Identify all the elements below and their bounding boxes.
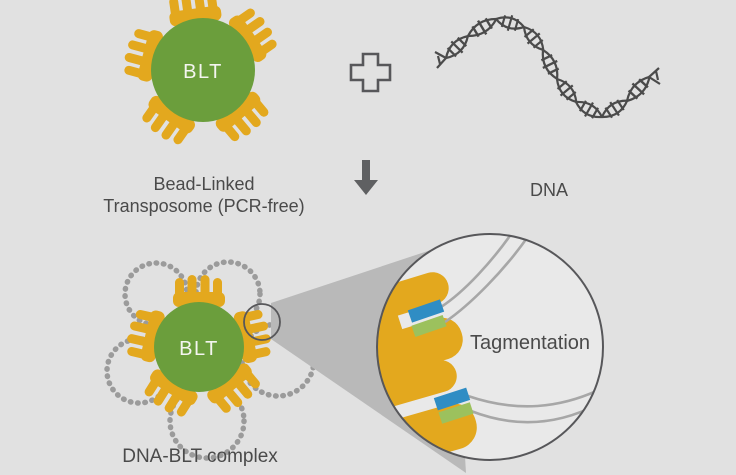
dna-helix <box>434 10 661 126</box>
blt-bead-label: BLT <box>183 61 223 83</box>
dna-strands <box>440 234 603 424</box>
tagmentation-caption: Tagmentation <box>470 332 590 354</box>
blt-complex-bead-label: BLT <box>179 338 219 360</box>
adapter-blue <box>433 387 471 411</box>
dna-end-fork <box>648 67 661 85</box>
dna-strand <box>467 384 603 408</box>
plus-icon <box>349 52 392 93</box>
adapter-blue <box>407 299 445 323</box>
tagmentation-circle-outline <box>376 233 604 461</box>
arrow-down-icon <box>354 160 378 195</box>
blt-caption-line1: Bead-Linked <box>153 174 254 194</box>
dna-strand <box>440 234 516 309</box>
blt-complex-bead <box>154 302 244 392</box>
adapter-green <box>438 402 474 424</box>
dna-caption: DNA <box>530 180 568 200</box>
magnifier-circle <box>243 303 281 341</box>
adapter-green <box>411 314 447 338</box>
complex-caption: DNA-BLT complex <box>122 446 278 467</box>
blt-caption-line2: Transposome (PCR-free) <box>103 196 304 216</box>
blt-bead <box>151 18 255 122</box>
dna-strand <box>444 234 531 324</box>
dna-end-fork <box>434 51 447 69</box>
